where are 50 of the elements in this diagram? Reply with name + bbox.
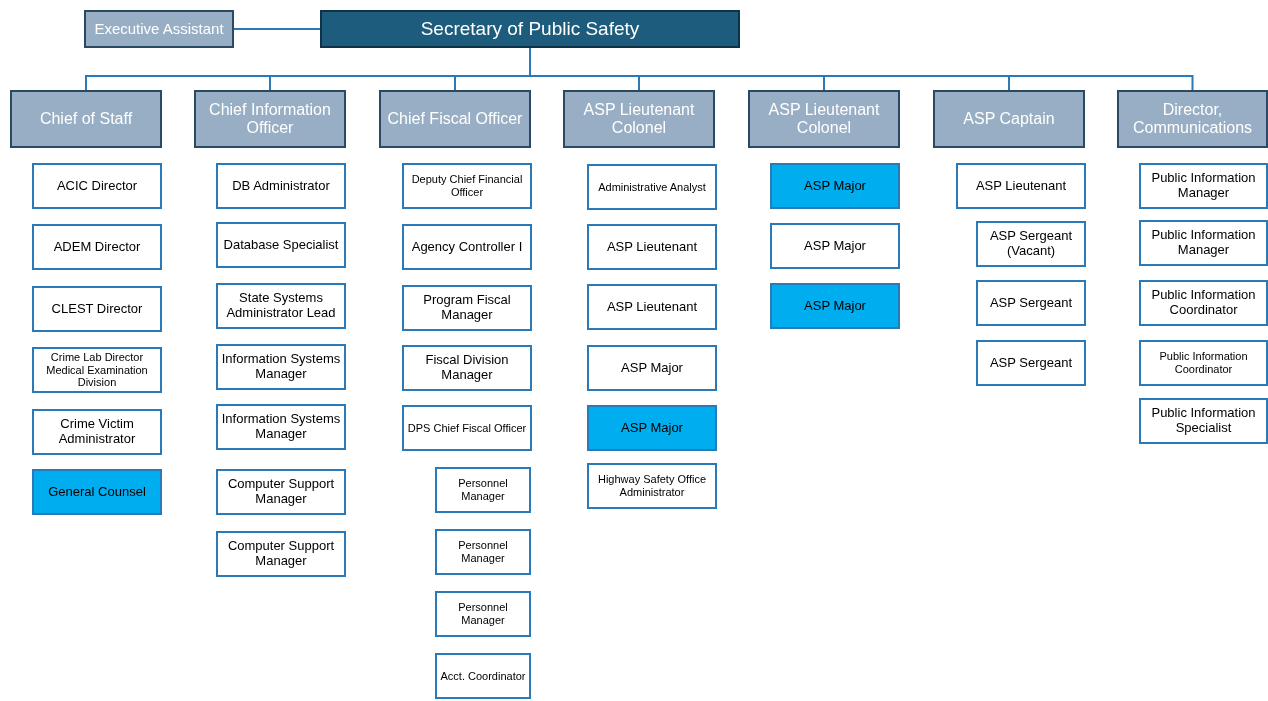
position-box: Deputy Chief Financial Officer: [402, 163, 532, 209]
position-box: Crime Lab Director Medical Examination Division: [32, 347, 162, 393]
position-box: Public Information Specialist: [1139, 398, 1268, 444]
position-box: Administrative Analyst: [587, 164, 717, 210]
position-box: DB Administrator: [216, 163, 346, 209]
position-box: ASP Major: [587, 345, 717, 391]
position-box: Database Specialist: [216, 222, 346, 268]
position-box: ASP Sergeant (Vacant): [976, 221, 1086, 267]
position-box: Public Information Manager: [1139, 163, 1268, 209]
position-box: Computer Support Manager: [216, 469, 346, 515]
position-box: ASP Major: [770, 163, 900, 209]
head-position-box: Executive Assistant: [84, 10, 234, 48]
position-box: Information Systems Manager: [216, 404, 346, 450]
head-position-box: ASP Lieutenant Colonel: [563, 90, 715, 148]
position-box: Crime Victim Administrator: [32, 409, 162, 455]
secretary-box: Secretary of Public Safety: [320, 10, 740, 48]
position-box: State Systems Administrator Lead: [216, 283, 346, 329]
head-position-box: Chief Information Officer: [194, 90, 346, 148]
position-box: CLEST Director: [32, 286, 162, 332]
position-box: Computer Support Manager: [216, 531, 346, 577]
position-box: Personnel Manager: [435, 591, 531, 637]
position-box: ASP Lieutenant: [587, 224, 717, 270]
head-position-box: ASP Captain: [933, 90, 1085, 148]
head-position-box: ASP Lieutenant Colonel: [748, 90, 900, 148]
position-box: Agency Controller I: [402, 224, 532, 270]
position-box: Public Information Coordinator: [1139, 340, 1268, 386]
position-box: ASP Lieutenant: [587, 284, 717, 330]
position-box: ASP Major: [770, 223, 900, 269]
position-box: ADEM Director: [32, 224, 162, 270]
position-box: Acct. Coordinator: [435, 653, 531, 699]
position-box: Highway Safety Office Administrator: [587, 463, 717, 509]
position-box: ASP Sergeant: [976, 280, 1086, 326]
position-box: Personnel Manager: [435, 529, 531, 575]
position-box: Public Information Manager: [1139, 220, 1268, 266]
position-box: DPS Chief Fiscal Officer: [402, 405, 532, 451]
position-box: Fiscal Division Manager: [402, 345, 532, 391]
position-box: Information Systems Manager: [216, 344, 346, 390]
position-box: Personnel Manager: [435, 467, 531, 513]
position-box: Program Fiscal Manager: [402, 285, 532, 331]
position-box: General Counsel: [32, 469, 162, 515]
position-box: ASP Sergeant: [976, 340, 1086, 386]
head-position-box: Chief Fiscal Officer: [379, 90, 531, 148]
position-box: ASP Major: [770, 283, 900, 329]
position-box: Public Information Coordinator: [1139, 280, 1268, 326]
position-box: ASP Major: [587, 405, 717, 451]
head-position-box: Director, Communications: [1117, 90, 1268, 148]
connector-line: [233, 28, 321, 30]
head-position-box: Chief of Staff: [10, 90, 162, 148]
position-box: ACIC Director: [32, 163, 162, 209]
position-box: ASP Lieutenant: [956, 163, 1086, 209]
